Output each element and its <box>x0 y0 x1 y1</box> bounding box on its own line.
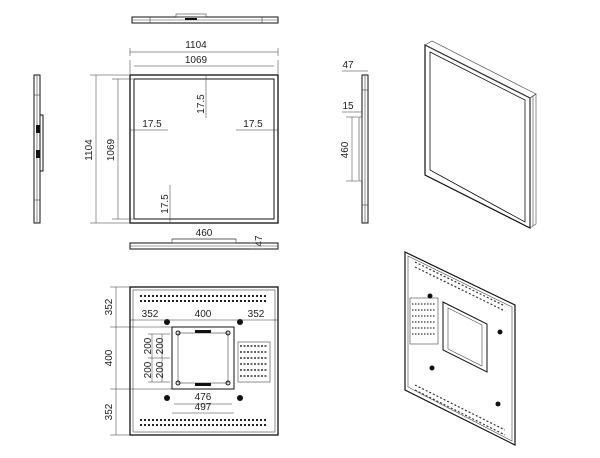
mount-hole <box>164 319 170 325</box>
bezel-top-label: 17.5 <box>196 94 207 114</box>
mount-hole <box>164 395 170 401</box>
bracket-outer-label: 497 <box>195 402 212 413</box>
bottom-view: 460 47 <box>129 228 279 250</box>
vesa-upper-label: 200 <box>143 337 154 354</box>
left-side-view <box>33 74 44 224</box>
isometric-rear-view <box>404 251 516 446</box>
vesa-right-label: 200 <box>155 361 166 378</box>
side-bracket-height-label: 460 <box>340 141 351 158</box>
outer-height-label: 1104 <box>84 139 95 161</box>
mount-hole <box>237 395 243 401</box>
rear-left-margin-label: 352 <box>142 309 159 320</box>
outer-width-label: 1104 <box>185 40 207 51</box>
isometric-front-view <box>424 40 537 229</box>
bracket-width-label: 460 <box>196 228 213 239</box>
vent-slots-bottom <box>140 419 268 426</box>
vent-grid-right <box>237 341 271 383</box>
rear-view: 352 400 352 476 497 352 400 352 200 200 … <box>104 286 279 436</box>
rear-center-span-label: 400 <box>195 309 212 320</box>
vesa-lower-label: 200 <box>143 361 154 378</box>
bezel-right-label: 17.5 <box>243 119 263 130</box>
right-side-view: 47 15 460 <box>340 60 369 224</box>
vent-slots-top <box>140 295 268 302</box>
rear-top-margin-label: 352 <box>104 298 115 315</box>
inner-width-label: 1069 <box>185 55 208 66</box>
side-offset-label: 15 <box>342 101 354 112</box>
rear-bottom-margin-label: 352 <box>104 403 115 420</box>
front-view: 1104 1069 1104 1069 17.5 17.5 17.5 17.5 <box>84 40 279 224</box>
bezel-bottom-label: 17.5 <box>160 194 171 214</box>
top-view <box>131 13 279 24</box>
bottom-depth-label: 47 <box>254 235 265 247</box>
rear-right-margin-label: 352 <box>248 309 265 320</box>
side-depth-label: 47 <box>342 60 354 71</box>
inner-height-label: 1069 <box>106 138 117 161</box>
vesa-left-label: 200 <box>155 337 166 354</box>
rear-middle-span-label: 400 <box>104 349 115 366</box>
mount-hole <box>237 319 243 325</box>
bezel-left-label: 17.5 <box>142 119 162 130</box>
bracket-inner-label: 476 <box>195 392 212 403</box>
